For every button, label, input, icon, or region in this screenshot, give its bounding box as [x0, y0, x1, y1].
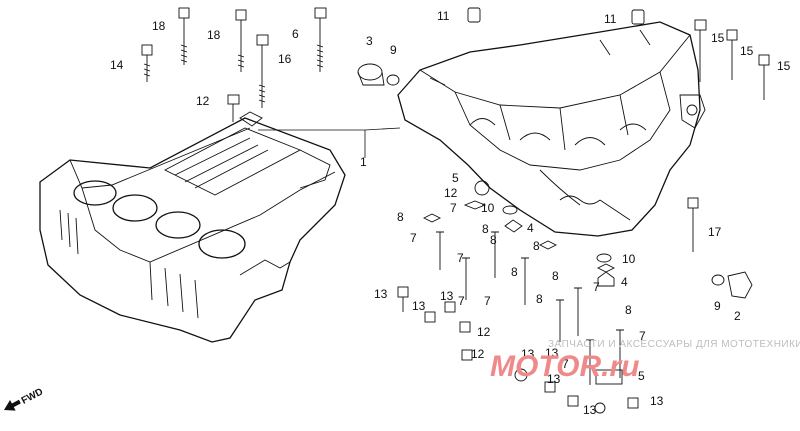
callout-10: 10	[622, 252, 636, 266]
callout-13: 13	[412, 299, 426, 313]
callout-8: 8	[625, 303, 632, 317]
callout-8: 8	[533, 239, 540, 253]
callout-9: 9	[714, 299, 721, 313]
callout-7: 7	[593, 280, 600, 294]
callout-7: 7	[450, 201, 457, 215]
callout-13: 13	[440, 289, 454, 303]
callout-labels: 18 14 18 16 6 12 3 9 11 11 15 15 15 1 5 …	[110, 9, 791, 417]
callout-8: 8	[511, 265, 518, 279]
callout-18: 18	[152, 19, 166, 33]
callout-7: 7	[457, 251, 464, 265]
callout-7: 7	[639, 329, 646, 343]
watermark-logo: MOTOR.ru	[490, 350, 639, 383]
callout-13: 13	[374, 287, 388, 301]
callout-8: 8	[482, 222, 489, 236]
callout-12: 12	[471, 347, 485, 361]
watermark-tagline: ЗАПЧАСТИ И АКСЕССУАРЫ ДЛЯ МОТОТЕХНИКИ	[548, 339, 800, 350]
fwd-label: FWD	[20, 386, 45, 406]
callout-12: 12	[477, 325, 491, 339]
callout-8: 8	[552, 269, 559, 283]
upper-crankcase	[39, 111, 346, 343]
callout-1: 1	[360, 155, 367, 169]
callout-3: 3	[366, 34, 373, 48]
callout-11: 11	[604, 12, 617, 26]
callout-15: 15	[711, 31, 725, 45]
callout-12: 12	[196, 94, 210, 108]
callout-13: 13	[545, 346, 559, 360]
callout-7: 7	[562, 357, 569, 371]
fwd-indicator: FWD	[4, 386, 45, 411]
bolts-bottom	[397, 180, 639, 414]
lower-crankcase	[397, 21, 706, 237]
callout-13: 13	[547, 372, 561, 386]
fwd-arrow-icon	[4, 399, 21, 411]
callout-18: 18	[207, 28, 221, 42]
callout-17: 17	[708, 225, 722, 239]
callout-4: 4	[527, 221, 534, 235]
callout-5: 5	[452, 171, 459, 185]
callout-8: 8	[490, 233, 497, 247]
callout-6: 6	[292, 27, 299, 41]
callout-2: 2	[734, 309, 741, 323]
callout-5: 5	[638, 369, 645, 383]
callout-14: 14	[110, 58, 124, 72]
watermark: ЗАПЧАСТИ И АКСЕССУАРЫ ДЛЯ МОТОТЕХНИКИ MO…	[490, 339, 800, 383]
callout-15: 15	[777, 59, 791, 73]
callout-15: 15	[740, 44, 754, 58]
callout-13: 13	[583, 403, 597, 417]
callout-12: 12	[444, 186, 458, 200]
callout-13: 13	[521, 347, 535, 361]
callout-16: 16	[278, 52, 292, 66]
callout-7: 7	[484, 294, 491, 308]
callout-9: 9	[390, 43, 397, 57]
callout-10: 10	[481, 201, 495, 215]
callout-7: 7	[410, 231, 417, 245]
callout-7: 7	[458, 294, 465, 308]
callout-13: 13	[650, 394, 664, 408]
leader-1	[258, 127, 401, 158]
callout-8: 8	[536, 292, 543, 306]
callout-4: 4	[621, 275, 628, 289]
callout-11: 11	[437, 9, 450, 23]
bolts-top	[141, 7, 770, 299]
callout-8: 8	[397, 210, 404, 224]
